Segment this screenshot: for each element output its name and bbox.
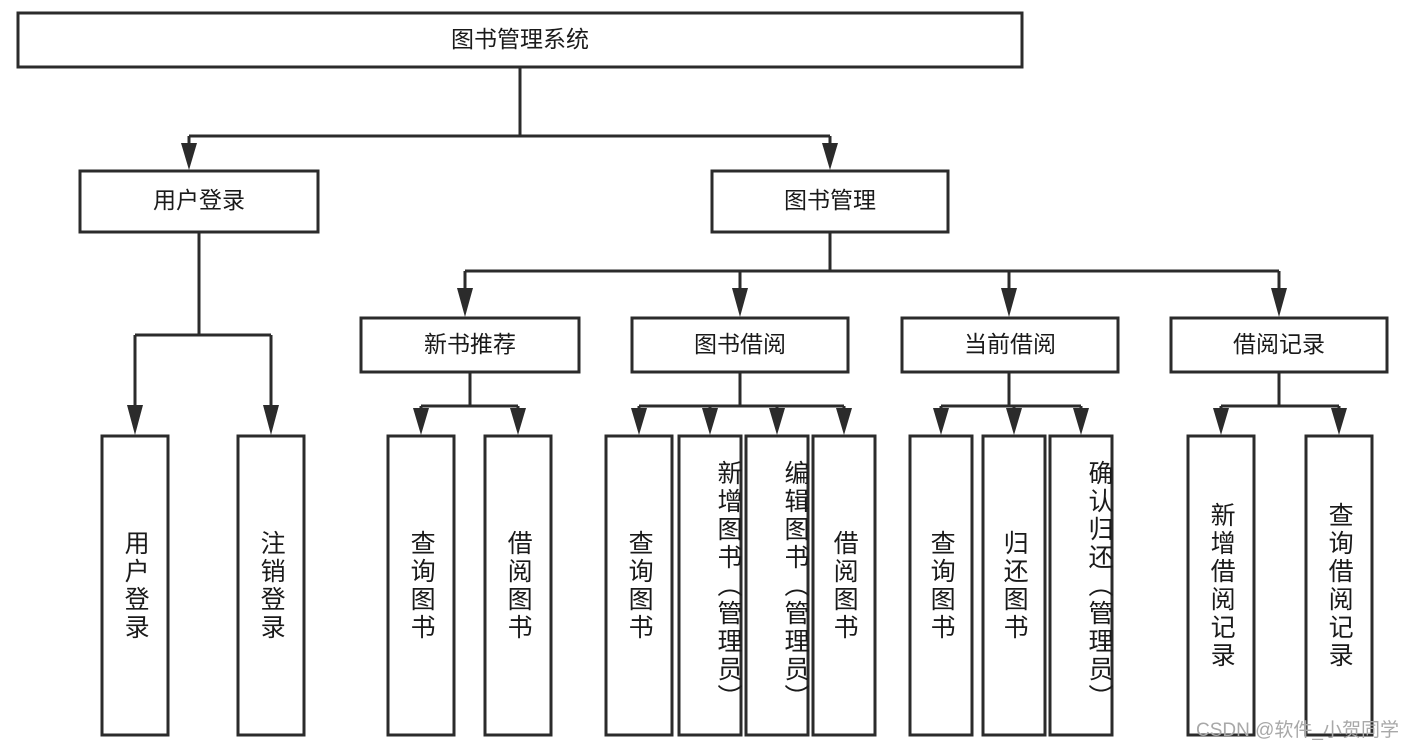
connector-layer [127, 67, 1347, 435]
arrow-head-leaf-borrow-book-recommend [510, 408, 526, 435]
node-borrow-records-label: 借阅记录 [1233, 331, 1325, 357]
node-book-management[interactable]: 图书管理 [710, 169, 950, 234]
node-current-borrow-box[interactable] [900, 316, 1120, 374]
leaf-add-borrow-record-box[interactable] [1186, 434, 1256, 737]
node-book-management-box[interactable] [710, 169, 950, 234]
arrow-head-current-borrow [1001, 288, 1017, 317]
node-book-borrow-box[interactable] [630, 316, 850, 374]
leaf-user-login-box[interactable] [100, 434, 170, 737]
node-book-borrow[interactable]: 图书借阅 [630, 316, 850, 374]
leaf-add-book-admin-box[interactable] [677, 434, 743, 737]
arrow-head-leaf-query-borrow-record [1331, 408, 1347, 435]
node-current-borrow[interactable]: 当前借阅 [900, 316, 1120, 374]
leaf-logout-login-box[interactable] [236, 434, 306, 737]
arrow-head-leaf-logout-login [263, 405, 279, 435]
node-user-login[interactable]: 用户登录 [78, 169, 320, 234]
leaf-borrow-book-recommend-box[interactable] [483, 434, 553, 737]
leaf-query-book-borrow-box[interactable] [604, 434, 674, 737]
arrow-head-leaf-query-book-current [933, 408, 949, 435]
arrow-head-user-login [181, 143, 197, 170]
leaf-layer [100, 434, 1374, 737]
leaf-edit-book-admin-box[interactable] [744, 434, 810, 737]
arrow-head-leaf-add-book-admin [702, 408, 718, 435]
node-root[interactable]: 图书管理系统 [16, 11, 1024, 69]
arrow-head-leaf-edit-book-admin [769, 408, 785, 435]
leaf-return-book-box[interactable] [981, 434, 1047, 737]
leaf-query-borrow-record-box[interactable] [1304, 434, 1374, 737]
node-borrow-records-box[interactable] [1169, 316, 1389, 374]
node-borrow-records[interactable]: 借阅记录 [1169, 316, 1389, 374]
node-new-book-recommend[interactable]: 新书推荐 [359, 316, 581, 374]
leaf-query-book-current-box[interactable] [908, 434, 974, 737]
node-user-login-label: 用户登录 [153, 187, 245, 213]
leaf-confirm-return-admin-box[interactable] [1048, 434, 1114, 737]
arrow-head-borrow-records [1271, 288, 1287, 317]
node-book-borrow-label: 图书借阅 [694, 331, 786, 357]
arrow-head-leaf-return-book [1006, 408, 1022, 435]
node-new-book-recommend-box[interactable] [359, 316, 581, 374]
leaf-query-book-recommend-box[interactable] [386, 434, 456, 737]
csdn-watermark: CSDN @软件_小贺同学 [1196, 720, 1399, 741]
node-root-label: 图书管理系统 [451, 26, 589, 52]
arrow-head-leaf-borrow-book [836, 408, 852, 435]
arrow-head-leaf-add-borrow-record [1213, 408, 1229, 435]
arrow-head-leaf-confirm-return-admin [1073, 408, 1089, 435]
node-current-borrow-label: 当前借阅 [964, 331, 1056, 357]
arrow-head-new-book-recommend [457, 288, 473, 317]
node-root-box[interactable] [16, 11, 1024, 69]
arrow-head-book-borrow [732, 288, 748, 317]
leaf-borrow-book-box[interactable] [811, 434, 877, 737]
arrow-head-leaf-query-book-recommend [413, 408, 429, 435]
arrow-head-leaf-user-login [127, 405, 143, 435]
node-book-management-label: 图书管理 [784, 187, 876, 213]
arrow-head-leaf-query-book-borrow [631, 408, 647, 435]
node-user-login-box[interactable] [78, 169, 320, 234]
node-new-book-recommend-label: 新书推荐 [424, 331, 516, 357]
arrow-head-book-management [822, 143, 838, 170]
